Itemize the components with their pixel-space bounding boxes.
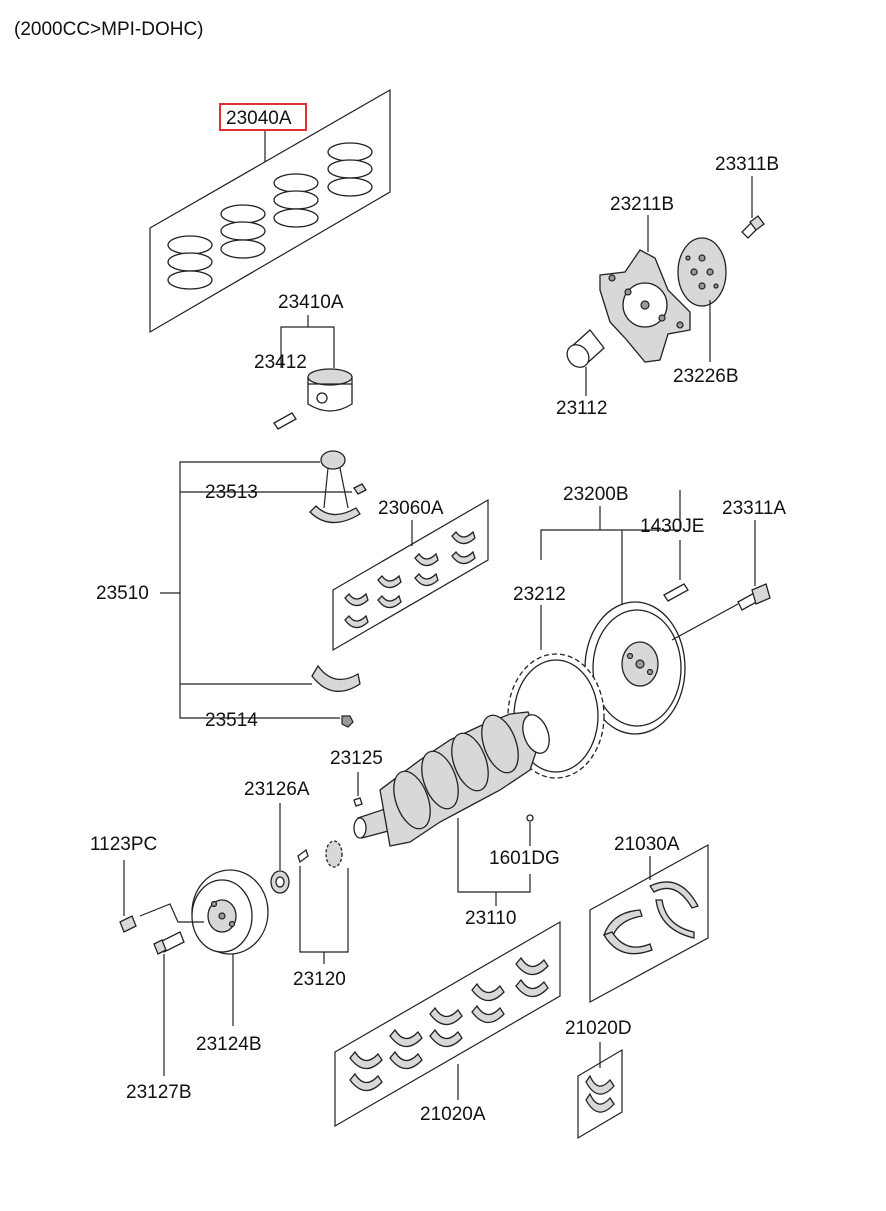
label-23112[interactable]: 23112: [556, 398, 607, 419]
header-title: (2000CC>MPI-DOHC): [14, 19, 204, 40]
piston: [307, 368, 353, 412]
rod-nut: [341, 715, 354, 728]
bushing: [566, 329, 605, 368]
label-23040A[interactable]: 23040A: [226, 108, 292, 129]
connecting-rod: [309, 450, 367, 524]
label-23125[interactable]: 23125: [330, 748, 383, 769]
drive-plate: [677, 237, 727, 307]
bolt-23127B: [153, 931, 185, 955]
bolt-23311B: [741, 215, 765, 239]
pulley: [191, 869, 269, 955]
label-23311A[interactable]: 23311A: [722, 498, 786, 519]
flywheel-pin: [663, 583, 689, 602]
label-23127B[interactable]: 23127B: [126, 1082, 192, 1103]
crank-key: [353, 797, 363, 807]
label-23110[interactable]: 23110: [465, 908, 516, 929]
flywheel: [584, 601, 686, 735]
ring-stack-3: [273, 173, 319, 228]
label-23514[interactable]: 23514: [205, 710, 258, 731]
label-23060A[interactable]: 23060A: [378, 498, 444, 519]
label-23226B[interactable]: 23226B: [673, 366, 739, 387]
rod-bearing-cap: [311, 664, 361, 692]
piston-ring-set: [149, 88, 391, 334]
spacer-23126A: [270, 870, 290, 894]
plug-1601DG: [526, 814, 534, 822]
woodruff-key: [297, 848, 309, 864]
crank-sprocket: [325, 840, 343, 868]
ring-stack-2: [220, 204, 266, 259]
flywheel-bolt: [737, 583, 771, 611]
piston-pin: [273, 412, 297, 430]
ring-stack-4: [327, 142, 373, 197]
label-23510[interactable]: 23510: [96, 583, 149, 604]
label-23513[interactable]: 23513: [205, 482, 258, 503]
label-1430JE[interactable]: 1430JE: [640, 516, 704, 537]
label-1123PC[interactable]: 1123PC: [90, 834, 157, 855]
label-23211B[interactable]: 23211B: [610, 194, 674, 215]
main-bearing-single: [577, 1042, 623, 1140]
label-1601DG[interactable]: 1601DG: [489, 848, 560, 869]
label-23410A[interactable]: 23410A: [278, 292, 344, 313]
label-23124B[interactable]: 23124B: [196, 1034, 262, 1055]
bolt-1123PC: [119, 915, 137, 933]
highlight-box: [219, 103, 307, 131]
ring-stack-1: [167, 235, 213, 290]
label-23200B[interactable]: 23200B: [563, 484, 629, 505]
label-23126A[interactable]: 23126A: [244, 779, 310, 800]
label-23412[interactable]: 23412: [254, 352, 307, 373]
rod-bearing-set: [332, 498, 489, 652]
label-21020D[interactable]: 21020D: [565, 1018, 632, 1039]
label-23120[interactable]: 23120: [293, 969, 346, 990]
label-21030A[interactable]: 21030A: [614, 834, 680, 855]
label-21020A[interactable]: 21020A: [420, 1104, 486, 1125]
label-23212[interactable]: 23212: [513, 584, 566, 605]
drive-plate-adapter: [599, 249, 691, 363]
thrust-washer-set: [589, 843, 709, 1004]
crankshaft: [353, 711, 550, 847]
main-bearing-set: [334, 920, 561, 1128]
label-23311B[interactable]: 23311B: [715, 154, 779, 175]
